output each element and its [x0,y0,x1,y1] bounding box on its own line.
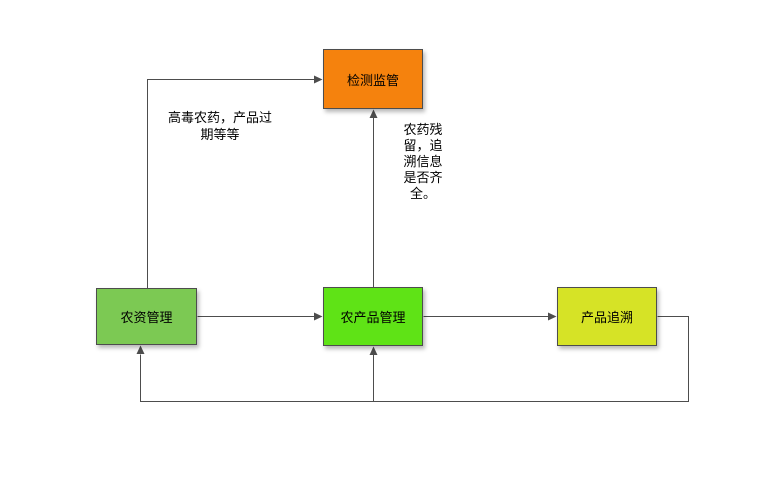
node-label-agri-products-management: 农产品管理 [340,310,406,325]
node-label-product-traceability: 产品追溯 [580,310,633,325]
edge-label-line: 期等等 [200,127,240,142]
edge-label-line: 是否齐 [403,170,443,185]
node-label-detection-supervision: 检测监管 [346,72,399,88]
connector-traceability-feedback-to-materials [136,316,689,402]
node-label-agri-materials-management: 农资管理 [120,310,173,325]
arrowhead-right-icon [548,312,557,321]
connector-materials-to-products [197,312,323,321]
edge-label-residue-traceability-note: 农药残 留，追 溯信息 是否齐 全。 [399,122,447,202]
arrowhead-up-icon [369,346,378,355]
arrowhead-up-icon [369,109,378,118]
edge-label-line: 溯信息 [403,154,443,169]
arrowhead-right-icon [314,75,323,84]
node-agri-products-management: 农产品管理 [323,287,423,346]
arrowhead-right-icon [314,312,323,321]
connector-products-to-traceability [423,312,557,321]
node-detection-supervision: 检测监管 [323,49,423,109]
arrowhead-up-icon [136,345,145,354]
edge-label-line: 农药残 [403,122,443,137]
edge-label-line: 高毒农药，产品过 [167,110,272,125]
edge-label-toxic-pesticide-note: 高毒农药，产品过 期等等 [160,109,280,143]
edge-label-line: 留，追 [403,138,443,153]
connector-materials-to-detection [147,75,323,288]
connector-products-to-detection [369,109,378,287]
node-agri-materials-management: 农资管理 [96,288,197,345]
node-product-traceability: 产品追溯 [557,287,657,346]
edge-label-line: 全。 [409,186,436,201]
connector-feedback-to-products [369,346,378,402]
